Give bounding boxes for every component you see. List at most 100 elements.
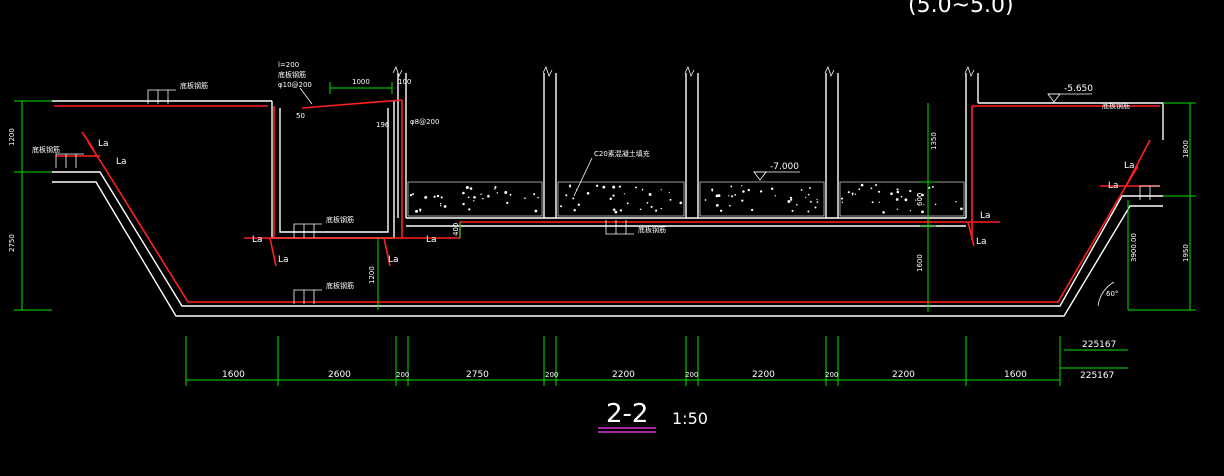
fill-speck-0-6: [482, 197, 484, 200]
fill-speck-1-24: [655, 209, 658, 212]
fill-speck-2-12: [715, 204, 719, 207]
fill-speck-3-13: [878, 201, 880, 203]
fill-speck-2-2: [729, 204, 731, 207]
elevation-label-top: -5.650: [1064, 84, 1093, 94]
left-vert-label-2: 2750: [8, 234, 16, 252]
fill-speck-2-11: [728, 195, 730, 197]
fill-speck-0-17: [494, 188, 496, 190]
inner-label-196: 196: [376, 121, 390, 129]
fill-speck-1-31: [680, 202, 682, 205]
fill-speck-1-0: [668, 191, 670, 194]
fill-speck-0-22: [467, 196, 470, 199]
angle-arc: [1097, 281, 1115, 307]
fill-speck-3-14: [916, 194, 919, 197]
fill-speck-2-0: [816, 198, 818, 201]
rebar-notes: l=200 底板钢筋 φ10@200 φ8@200 C20素混凝土填充 底板钢筋…: [32, 61, 1160, 304]
fill-speck-3-5: [920, 198, 922, 200]
fill-dots: [409, 183, 963, 214]
outer-base-line-2: [52, 181, 1163, 317]
rebar-top-mid: [301, 99, 403, 109]
grid-symbol-5: [293, 289, 322, 304]
fill-speck-3-3: [878, 190, 881, 193]
fill-speck-2-13: [704, 199, 707, 201]
la-label-5: La: [388, 255, 399, 265]
la-label-8: La: [976, 237, 987, 247]
bottom-dim-labels: 1600 2600 200 2750 200 2200 200 2200 200…: [222, 370, 1027, 380]
elevation-mark-top: -5.650: [1047, 84, 1093, 103]
elevation-triangle-water: [753, 171, 767, 181]
la-label-9: La: [1124, 161, 1135, 171]
fill-speck-2-8: [741, 185, 743, 187]
la-label-2: La: [116, 157, 127, 167]
bottom-dim-ticks: [185, 336, 1061, 386]
fill-speck-0-33: [469, 187, 473, 190]
fill-speck-0-20: [533, 193, 536, 196]
fill-speck-3-20: [852, 194, 854, 196]
fill-speck-1-33: [623, 193, 626, 195]
fill-speck-3-24: [895, 198, 899, 201]
fill-speck-2-7: [731, 195, 734, 198]
grid-symbol-1: [147, 89, 176, 104]
fill-speck-0-4: [494, 186, 497, 189]
fill-speck-1-22: [614, 210, 618, 214]
fill-speck-2-29: [717, 194, 721, 198]
fill-speck-3-25: [921, 193, 924, 197]
grid-symbol-4: [605, 220, 634, 235]
fill-speck-1-32: [641, 188, 644, 191]
rebar-right-hook-2: [1125, 165, 1139, 187]
fill-speck-0-16: [487, 194, 490, 198]
fill-speck-0-21: [473, 195, 476, 199]
fill-bay-2: [557, 181, 685, 217]
fill-speck-0-12: [480, 193, 482, 196]
fill-speck-0-25: [534, 209, 538, 213]
fill-speck-1-5: [660, 207, 663, 210]
fill-speck-3-31: [928, 186, 931, 189]
fill-speck-3-32: [931, 185, 934, 188]
note-filler: C20素混凝土填充: [594, 149, 650, 158]
la-labels: La La La La La La La La La La: [98, 139, 1135, 265]
fill-speck-2-5: [750, 208, 754, 212]
fill-speck-3-2: [896, 188, 899, 191]
fill-speck-1-23: [609, 197, 612, 201]
note-label-f: 底板钢筋: [1102, 101, 1130, 110]
fill-speck-3-27: [871, 201, 874, 204]
fill-bay-3: [699, 181, 825, 217]
break-mark-2: [542, 65, 553, 78]
fill-speck-1-17: [595, 184, 599, 187]
fill-speck-0-1: [440, 196, 443, 199]
fill-speck-0-10: [496, 192, 499, 194]
note-top-1: l=200: [278, 61, 299, 69]
dim-label-3: 2750: [466, 370, 489, 380]
fill-speck-2-1: [747, 188, 750, 192]
fill-speck-2-31: [805, 196, 807, 199]
fill-speck-3-8: [851, 192, 854, 195]
fill-speck-3-17: [870, 187, 873, 190]
fill-speck-3-28: [896, 208, 898, 210]
fill-speck-0-32: [468, 208, 471, 211]
dim-label-0: 1600: [222, 370, 245, 380]
fill-speck-3-21: [858, 188, 861, 191]
right-offset-label-2: 225167: [1080, 371, 1114, 381]
fill-speck-3-0: [882, 211, 885, 214]
note-label-a: 底板钢筋: [180, 81, 208, 90]
dim-label-5: 2200: [612, 370, 635, 380]
fill-speck-1-1: [577, 203, 581, 207]
fill-speck-2-33: [730, 185, 733, 188]
elevation-triangle-top: [1047, 93, 1061, 103]
fill-speck-3-16: [923, 204, 925, 206]
fill-speck-2-10: [809, 186, 811, 189]
elevation-label-water: -7.000: [770, 162, 799, 172]
fill-speck-3-7: [841, 201, 844, 203]
break-mark-3: [684, 65, 695, 78]
fill-speck-1-30: [565, 194, 568, 197]
left-vert-label-1: 1200: [8, 128, 16, 146]
dim-label-1: 2600: [328, 370, 351, 380]
fill-speck-3-9: [921, 210, 924, 214]
fill-speck-1-4: [568, 184, 572, 187]
fill-speck-2-26: [715, 194, 719, 198]
fill-speck-1-20: [573, 209, 576, 212]
inner-label-1600: 1600: [916, 254, 924, 272]
angle-label: 60°: [1106, 290, 1118, 298]
fill-speck-2-4: [800, 189, 803, 191]
fill-speck-2-20: [734, 194, 736, 196]
